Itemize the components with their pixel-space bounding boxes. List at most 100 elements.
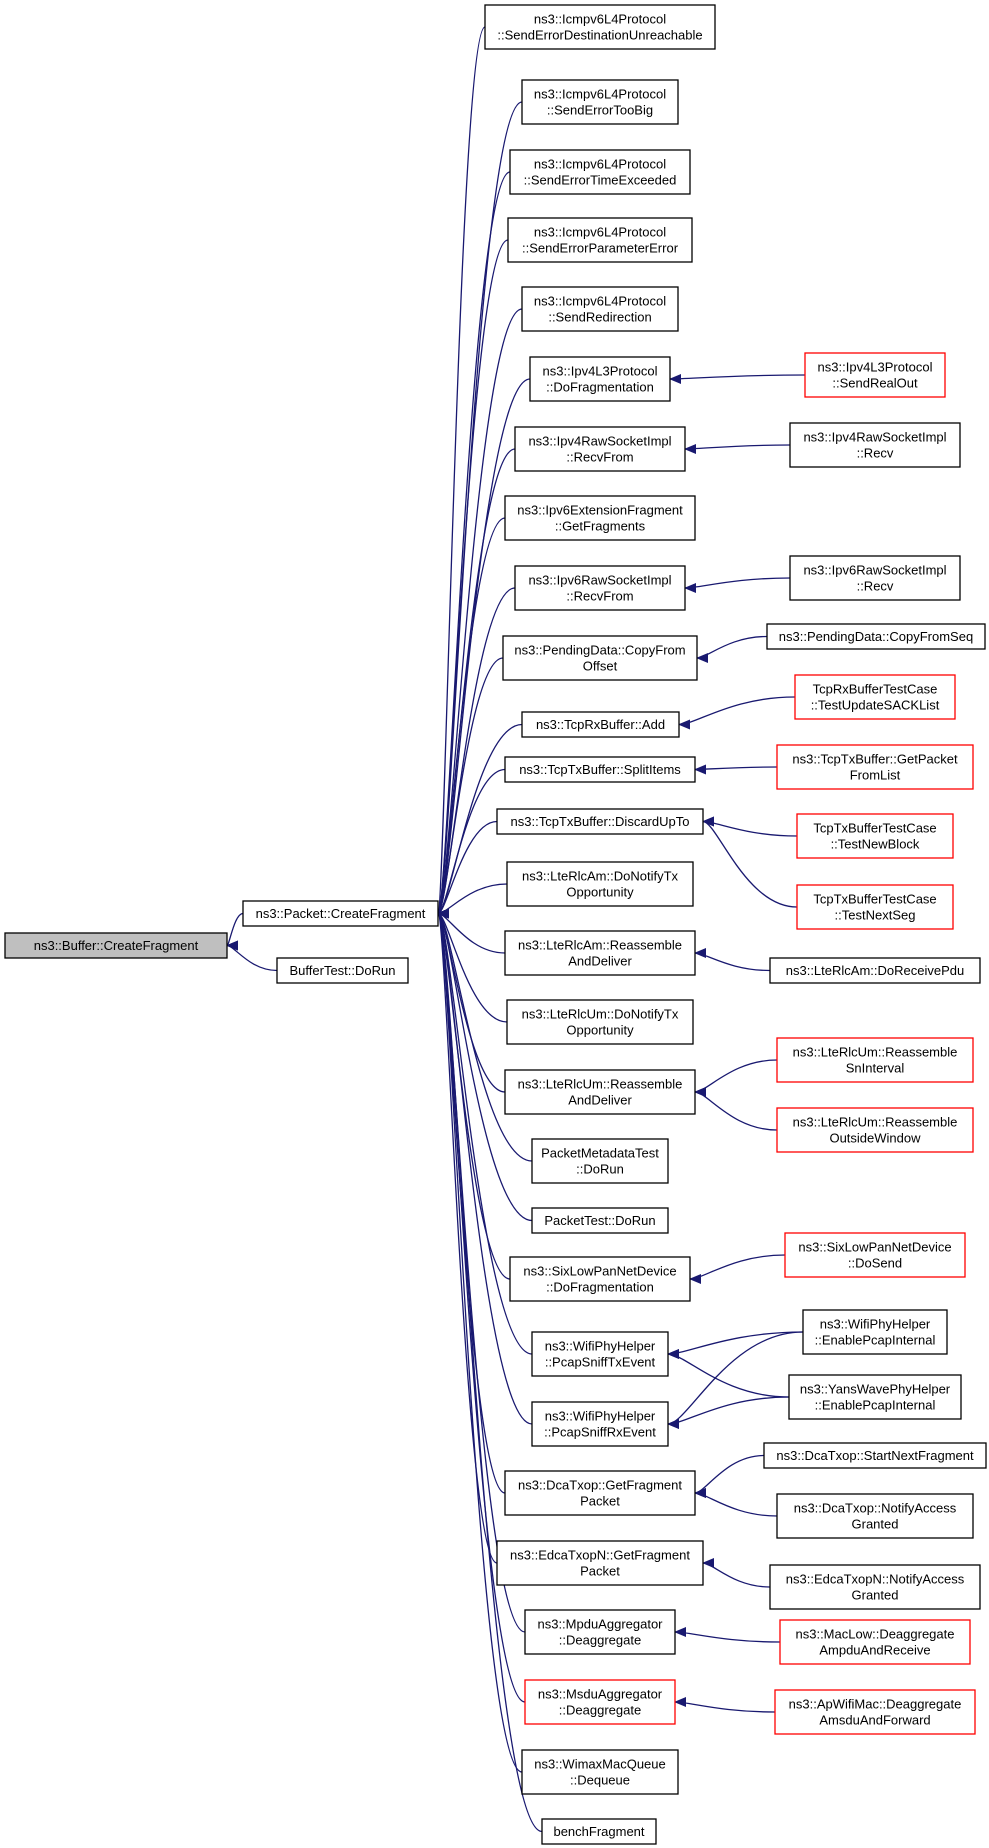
node-r1[interactable]: ns3::Ipv4L3Protocol::SendRealOut (804, 352, 946, 398)
edge-r6-to-n12 (694, 764, 778, 775)
node-r4[interactable]: ns3::PendingData::CopyFromSeq (766, 623, 986, 650)
node-label: AndDeliver (568, 1093, 632, 1108)
node-n3[interactable]: ns3::Icmpv6L4Protocol::SendErrorTimeExce… (509, 149, 691, 195)
node-box (788, 1374, 962, 1420)
node-label: ns3::Icmpv6L4Protocol (534, 87, 666, 102)
node-n26[interactable]: ns3::MsduAggregator::Deaggregate (524, 1679, 676, 1725)
node-box (779, 1619, 971, 1665)
node-label: ns3::SixLowPanNetDevice (523, 1264, 676, 1279)
edge-r18-to-n25 (674, 1627, 781, 1643)
node-n20[interactable]: ns3::SixLowPanNetDevice::DoFragmentation (509, 1256, 691, 1302)
node-box (506, 999, 694, 1045)
node-pcf[interactable]: ns3::Packet::CreateFragment (242, 900, 439, 927)
node-box (784, 1232, 966, 1278)
node-r2[interactable]: ns3::Ipv4RawSocketImpl::Recv (789, 422, 961, 468)
node-box (529, 356, 671, 402)
node-label: ns3::LteRlcUm::DoNotifyTx (522, 1007, 679, 1022)
node-n2[interactable]: ns3::Icmpv6L4Protocol::SendErrorTooBig (521, 79, 679, 125)
node-label: ::TestNextSeg (835, 908, 916, 923)
node-label: ns3::YansWavePhyHelper (800, 1382, 951, 1397)
node-box (769, 957, 981, 984)
node-n28[interactable]: benchFragment (541, 1818, 657, 1845)
node-box (496, 1540, 704, 1586)
node-n11[interactable]: ns3::TcpRxBuffer::Add (521, 711, 680, 738)
node-label: ns3::LteRlcAm::Reassemble (518, 938, 682, 953)
node-label: ns3::LteRlcAm::DoReceivePdu (786, 963, 964, 978)
node-label: ns3::WimaxMacQueue (534, 1757, 666, 1772)
node-label: AndDeliver (568, 954, 632, 969)
node-n13[interactable]: ns3::TcpTxBuffer::DiscardUpTo (496, 808, 704, 835)
node-label: ::SendErrorDestinationUnreachable (497, 28, 702, 43)
node-box (531, 1207, 669, 1234)
node-box (524, 1609, 676, 1655)
node-label: ::Recv (857, 579, 894, 594)
node-box (276, 957, 409, 984)
node-r12[interactable]: ns3::SixLowPanNetDevice::DoSend (784, 1232, 966, 1278)
node-n4[interactable]: ns3::Icmpv6L4Protocol::SendErrorParamete… (507, 217, 693, 263)
node-label: SnInterval (846, 1061, 905, 1076)
node-r3[interactable]: ns3::Ipv6RawSocketImpl::Recv (789, 555, 961, 601)
node-root[interactable]: ns3::Buffer::CreateFragment (4, 932, 228, 959)
node-n18[interactable]: PacketMetadataTest::DoRun (531, 1138, 669, 1184)
node-r7[interactable]: TcpTxBufferTestCase::TestNewBlock (796, 813, 954, 859)
node-label: ns3::DcaTxop::GetFragment (518, 1478, 682, 1493)
node-label: ns3::Ipv4L3Protocol (818, 360, 933, 375)
node-n9[interactable]: ns3::Ipv6RawSocketImpl::RecvFrom (514, 565, 686, 611)
node-label: BufferTest::DoRun (290, 963, 396, 978)
node-r19[interactable]: ns3::ApWifiMac::DeaggregateAmsduAndForwa… (774, 1689, 976, 1735)
node-box (769, 1564, 981, 1610)
node-n5[interactable]: ns3::Icmpv6L4Protocol::SendRedirection (521, 286, 679, 332)
node-label: Opportunity (566, 1023, 634, 1038)
node-n6[interactable]: ns3::Ipv4L3Protocol::DoFragmentation (529, 356, 671, 402)
edge-r7-to-n13 (702, 816, 798, 837)
edge-r10-to-n17 (694, 1059, 778, 1097)
node-r8[interactable]: TcpTxBufferTestCase::TestNextSeg (796, 884, 954, 930)
node-label: ns3::ApWifiMac::Deaggregate (789, 1697, 962, 1712)
node-box (776, 1037, 974, 1083)
node-label: ::DoRun (576, 1162, 624, 1177)
node-label: ns3::Ipv4RawSocketImpl (528, 434, 671, 449)
node-n12[interactable]: ns3::TcpTxBuffer::SplitItems (504, 756, 696, 783)
node-n21[interactable]: ns3::WifiPhyHelper::PcapSniffTxEvent (531, 1331, 669, 1377)
node-btd[interactable]: BufferTest::DoRun (276, 957, 409, 984)
node-r5[interactable]: TcpRxBufferTestCase::TestUpdateSACKList (794, 674, 956, 720)
node-label: ::EnablePcapInternal (815, 1398, 936, 1413)
edge-r12-to-n20 (689, 1254, 786, 1284)
node-label: ::DoFragmentation (546, 1280, 654, 1295)
node-box (521, 1749, 679, 1795)
nodes-layer: ns3::Buffer::CreateFragment ns3::Packet::… (4, 4, 987, 1845)
node-n8[interactable]: ns3::Ipv6ExtensionFragment::GetFragments (504, 495, 696, 541)
node-r9[interactable]: ns3::LteRlcAm::DoReceivePdu (769, 957, 981, 984)
node-n25[interactable]: ns3::MpduAggregator::Deaggregate (524, 1609, 676, 1655)
node-r15[interactable]: ns3::DcaTxop::StartNextFragment (763, 1442, 987, 1469)
edge-n1-to-pcf (437, 26, 486, 918)
node-r13[interactable]: ns3::WifiPhyHelper::EnablePcapInternal (802, 1309, 948, 1355)
node-box (766, 623, 986, 650)
edge-r13-to-n22 (667, 1331, 804, 1429)
edge-r13-to-n21 (667, 1331, 804, 1359)
edge-r16-to-n23 (694, 1488, 778, 1517)
node-n7[interactable]: ns3::Ipv4RawSocketImpl::RecvFrom (514, 426, 686, 472)
node-label: ::Deaggregate (559, 1703, 641, 1718)
node-box (507, 217, 693, 263)
node-n27[interactable]: ns3::WimaxMacQueue::Dequeue (521, 1749, 679, 1795)
node-label: ns3::SixLowPanNetDevice (798, 1240, 951, 1255)
node-box (521, 79, 679, 125)
node-n19[interactable]: PacketTest::DoRun (531, 1207, 669, 1234)
node-n22[interactable]: ns3::WifiPhyHelper::PcapSniffRxEvent (531, 1401, 669, 1447)
node-n1[interactable]: ns3::Icmpv6L4Protocol::SendErrorDestinat… (484, 4, 716, 50)
node-r14[interactable]: ns3::YansWavePhyHelper::EnablePcapIntern… (788, 1374, 962, 1420)
